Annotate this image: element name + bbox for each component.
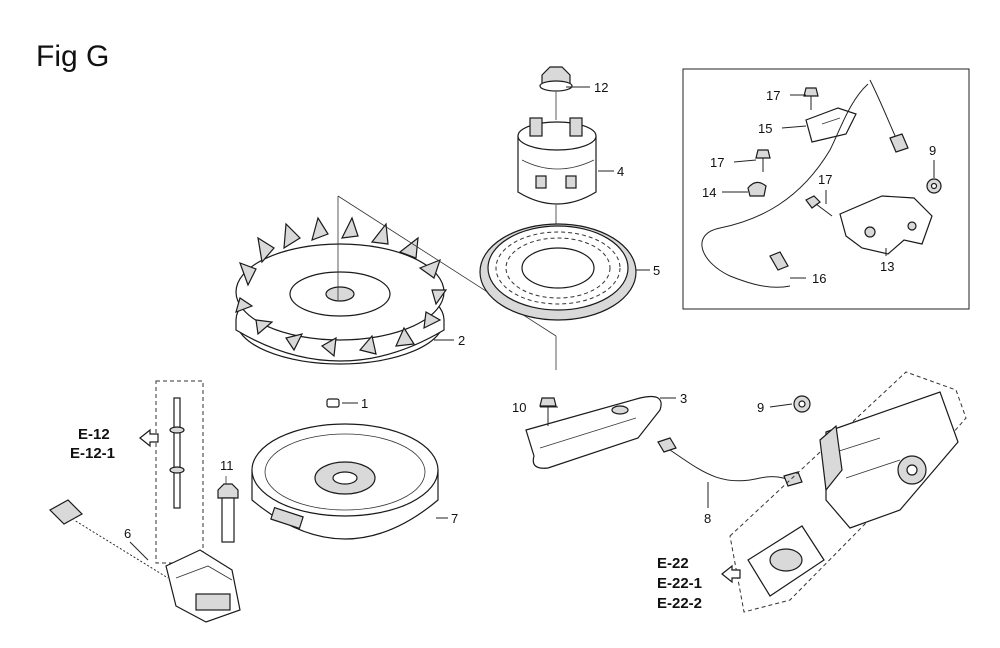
inset-clamp-14 [747,181,767,197]
leader-lines [129,86,935,561]
arrow-right-icon [721,564,741,584]
ref-label-e22: E-22 [657,555,689,572]
ref-label-e12-1: E-12-1 [70,445,115,462]
stop-wire-part [657,437,803,487]
part-number-17b: 17 [710,155,724,170]
inset-lever-13 [839,195,933,255]
part-number-17c: 17 [818,172,832,187]
part-number-6: 6 [124,526,131,541]
ref-label-e22-2: E-22-2 [657,595,702,612]
inset-bracket-15 [805,107,857,143]
shroud-plate-part [525,395,662,469]
inset-clip-9 [926,178,942,194]
key-bolt-part [326,398,340,408]
control-panel-part [729,371,967,613]
part-number-15: 15 [758,121,772,136]
inset-bolt-17b [755,149,771,172]
ref-label-e22-1: E-22-1 [657,575,702,592]
part-number-11: 11 [220,458,234,473]
figure-title: Fig G [36,40,109,73]
part-number-16: 16 [812,271,826,286]
inset-bolt-17a [803,87,819,110]
bolt-11-part [217,483,239,543]
ignition-coil-part [49,499,241,623]
part-number-2: 2 [458,333,465,348]
part-number-9-lower: 9 [757,400,764,415]
part-number-12: 12 [594,80,608,95]
starter-pulley-part [517,117,597,205]
part-number-5: 5 [653,263,660,278]
part-number-7: 7 [451,511,458,526]
inset-frame [682,68,970,310]
bolt-10-part [539,397,557,426]
part-number-13: 13 [880,259,894,274]
ref-label-e12: E-12 [78,426,110,443]
inset-bolt-17c [805,195,833,217]
part-number-4: 4 [617,164,624,179]
part-number-14: 14 [702,185,716,200]
inset-wire-16 [701,79,909,288]
flange-nut-part [539,66,573,92]
part-number-1: 1 [361,396,368,411]
part-number-3: 3 [680,391,687,406]
part-number-8: 8 [704,511,711,526]
part-number-17a: 17 [766,88,780,103]
cooling-fan-part [235,216,448,365]
flywheel-part [251,423,439,540]
screen-grid-part [479,223,637,321]
part-number-10: 10 [512,400,526,415]
arrow-left-icon [139,428,159,448]
clip-9-lower-part [793,395,811,413]
part-number-9-inset: 9 [929,143,936,158]
shaft-part [169,397,185,509]
